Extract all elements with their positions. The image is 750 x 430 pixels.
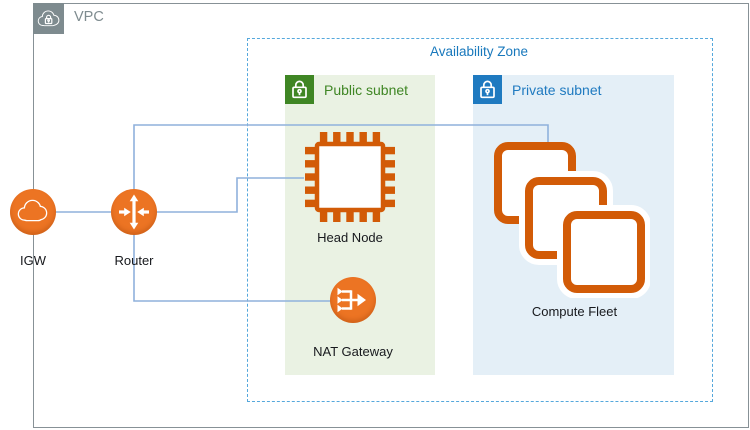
- router-label: Router: [114, 253, 154, 268]
- head-node-label: Head Node: [317, 230, 383, 245]
- compute-fleet-label: Compute Fleet: [531, 304, 618, 319]
- router-arrows-icon: [111, 189, 157, 235]
- public-subnet-lock-icon: [285, 75, 314, 104]
- instance-stack-icon: [494, 142, 650, 298]
- internet-gateway-cloud-icon: [10, 189, 56, 235]
- public-subnet-label: Public subnet: [324, 82, 409, 98]
- private-subnet-lock-icon: [473, 75, 502, 104]
- edge-router-nat-gateway: [133, 212, 331, 302]
- nat-gateway-arrows-icon: [330, 277, 376, 323]
- availability-zone-boundary: [247, 38, 713, 402]
- ec2-chip-icon: [305, 132, 395, 222]
- vpc-label: VPC: [74, 9, 104, 25]
- vpc-cloud-lock-icon: [33, 3, 64, 34]
- igw-label: IGW: [20, 253, 46, 268]
- private-subnet-label: Private subnet: [512, 82, 602, 98]
- edge-router-head-node: [134, 177, 304, 213]
- edge-router-compute-fleet: [133, 124, 549, 212]
- availability-zone-label: Availability Zone: [429, 44, 529, 59]
- nat-gateway-label: NAT Gateway: [313, 344, 393, 359]
